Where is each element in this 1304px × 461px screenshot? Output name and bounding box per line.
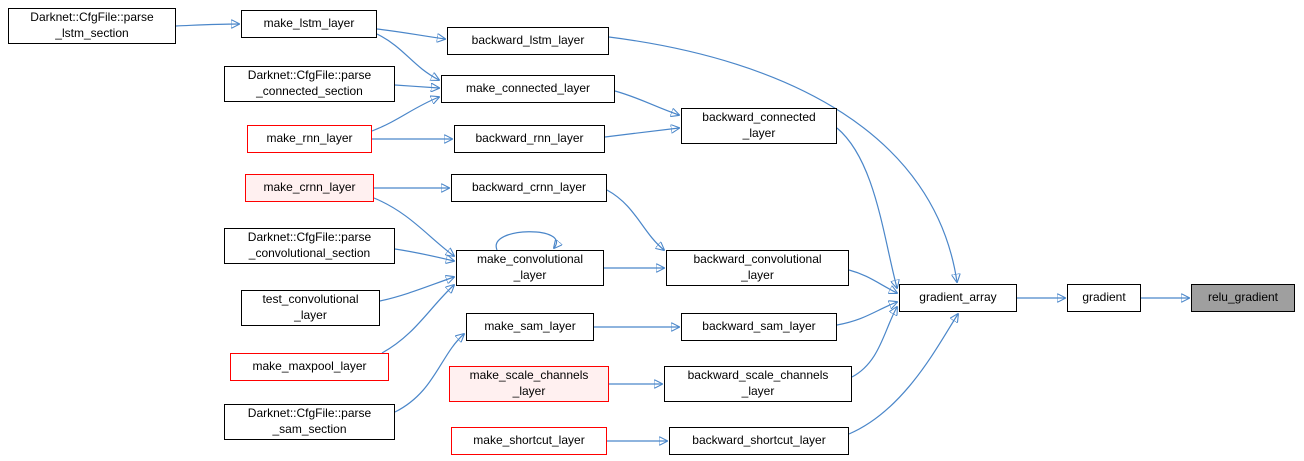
node-backward-rnn-layer[interactable]: backward_rnn_layer xyxy=(454,125,605,153)
node-make-connected-layer[interactable]: make_connected_layer xyxy=(441,75,615,103)
node-relu-gradient: relu_gradient xyxy=(1191,284,1295,312)
node-parse-sam-section[interactable]: Darknet::CfgFile::parse _sam_section xyxy=(224,404,395,440)
edge-backward_lstm_layer-gradient_array xyxy=(608,36,957,282)
node-backward-convolutional-layer[interactable]: backward_convolutional _layer xyxy=(666,250,849,286)
edge-parse_sam_section-make_sam_layer xyxy=(394,334,464,413)
node-make-crnn-layer[interactable]: make_crnn_layer xyxy=(245,174,374,202)
edge-make_connected_layer-backward_connected_layer xyxy=(614,90,679,115)
edge-make_convolutional_layer-self xyxy=(495,231,556,251)
node-make-lstm-layer[interactable]: make_lstm_layer xyxy=(241,10,377,38)
edge-backward_sam_layer-gradient_array xyxy=(836,302,897,326)
node-backward-connected-layer[interactable]: backward_connected _layer xyxy=(681,108,837,144)
node-make-rnn-layer[interactable]: make_rnn_layer xyxy=(247,125,372,153)
edge-backward_scale_channels_layer-gradient_array xyxy=(851,307,897,378)
edge-backward_convolutional_layer-gradient_array xyxy=(848,269,897,293)
edge-make_crnn_layer-make_convolutional_layer xyxy=(373,197,454,256)
edge-test_convolutional_layer-make_convolutional_layer xyxy=(379,277,454,302)
edge-parse_convolutional_section-make_convolutional_layer xyxy=(394,248,454,261)
edge-backward_crnn_layer-backward_convolutional_layer xyxy=(606,189,664,250)
node-parse-convolutional-section[interactable]: Darknet::CfgFile::parse _convolutional_s… xyxy=(224,228,395,264)
edge-make_rnn_layer-make_connected_layer xyxy=(371,97,439,132)
edge-backward_shortcut_layer-gradient_array xyxy=(848,314,958,435)
edge-make_lstm_layer-make_connected_layer xyxy=(376,33,439,80)
edge-backward_connected_layer-gradient_array xyxy=(836,127,897,288)
node-parse-lstm-section[interactable]: Darknet::CfgFile::parse _lstm_section xyxy=(8,8,176,44)
node-backward-lstm-layer[interactable]: backward_lstm_layer xyxy=(447,27,609,55)
node-backward-shortcut-layer[interactable]: backward_shortcut_layer xyxy=(669,427,849,455)
node-backward-scale-channels-layer[interactable]: backward_scale_channels _layer xyxy=(664,366,852,402)
node-make-convolutional-layer[interactable]: make_convolutional _layer xyxy=(456,250,604,286)
node-gradient[interactable]: gradient xyxy=(1067,284,1141,312)
node-make-sam-layer[interactable]: make_sam_layer xyxy=(466,313,594,341)
node-make-scale-channels-layer[interactable]: make_scale_channels _layer xyxy=(449,366,609,402)
edge-make_lstm_layer-backward_lstm_layer xyxy=(376,28,445,39)
node-make-maxpool-layer[interactable]: make_maxpool_layer xyxy=(230,353,389,381)
edge-make_maxpool_layer-make_convolutional_layer xyxy=(381,285,454,354)
edge-backward_rnn_layer-backward_connected_layer xyxy=(604,128,679,138)
node-parse-connected-section[interactable]: Darknet::CfgFile::parse _connected_secti… xyxy=(224,66,395,102)
node-backward-sam-layer[interactable]: backward_sam_layer xyxy=(681,313,837,341)
edge-parse_connected_section-make_connected_layer xyxy=(394,85,439,88)
node-backward-crnn-layer[interactable]: backward_crnn_layer xyxy=(451,174,607,202)
node-make-shortcut-layer[interactable]: make_shortcut_layer xyxy=(451,427,607,455)
node-gradient-array[interactable]: gradient_array xyxy=(899,284,1017,312)
edge-parse_lstm_section-make_lstm_layer xyxy=(175,24,239,26)
node-test-convolutional-layer[interactable]: test_convolutional _layer xyxy=(241,290,380,326)
